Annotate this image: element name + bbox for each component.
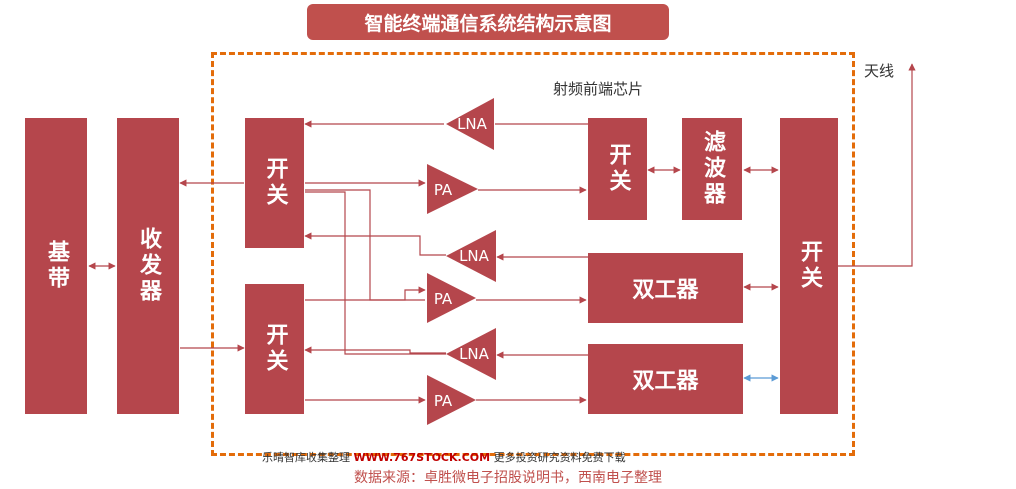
- lna-triangle-1: [446, 98, 494, 150]
- diagram-title: 智能终端通信系统结构示意图: [307, 4, 669, 40]
- pa-triangle-3: [427, 375, 476, 425]
- pa-label-1: PA: [433, 181, 453, 199]
- transceiver-block: 收发器: [117, 118, 179, 414]
- wire-lna2-out: [304, 232, 446, 256]
- pa-triangle-1: [427, 164, 478, 214]
- wire-pa2-in: [305, 286, 426, 301]
- rf-frontend-frame: [211, 52, 855, 456]
- lna-label-1: LNA: [457, 115, 487, 133]
- duplexer-1-block: 双工器: [588, 253, 743, 323]
- duplexer-2-block: 双工器: [588, 344, 743, 414]
- switch-top-block: 开关: [245, 118, 304, 248]
- wire-lna3-out: [304, 346, 446, 354]
- wire-cross-1: [305, 189, 425, 301]
- switch-bottom-block: 开关: [245, 284, 304, 414]
- footer-source: 数据来源：卓胜微电子招股说明书，西南电子整理: [354, 470, 662, 486]
- switch-right-block: 开关: [780, 118, 838, 414]
- footer-prefix: 乐晴智库收集整理: [262, 451, 354, 464]
- pa-label-3: PA: [433, 392, 453, 410]
- footer-watermark: 乐晴智库收集整理 WWW.767STOCK.COM 更多投资研究资料免费下载: [262, 449, 702, 465]
- lna-triangle-2: [446, 230, 496, 282]
- pa-label-2: PA: [433, 290, 453, 308]
- footer-site: WWW.767STOCK.COM: [353, 451, 491, 464]
- pa-triangle-2: [427, 273, 476, 323]
- wire-cross-2: [305, 191, 446, 355]
- chip-label: 射频前端芯片: [553, 80, 644, 98]
- lna-label-3: LNA: [459, 345, 489, 363]
- baseband-block: 基带: [25, 118, 87, 414]
- switch-mid-block: 开关: [588, 118, 647, 220]
- filter-block: 滤波器: [682, 118, 742, 220]
- antenna-label: 天线: [864, 62, 895, 80]
- lna-triangle-3: [446, 328, 496, 380]
- wire-antenna: [838, 63, 916, 267]
- lna-label-2: LNA: [459, 247, 489, 265]
- footer-suffix: 更多投资研究资料免费下载: [490, 451, 626, 464]
